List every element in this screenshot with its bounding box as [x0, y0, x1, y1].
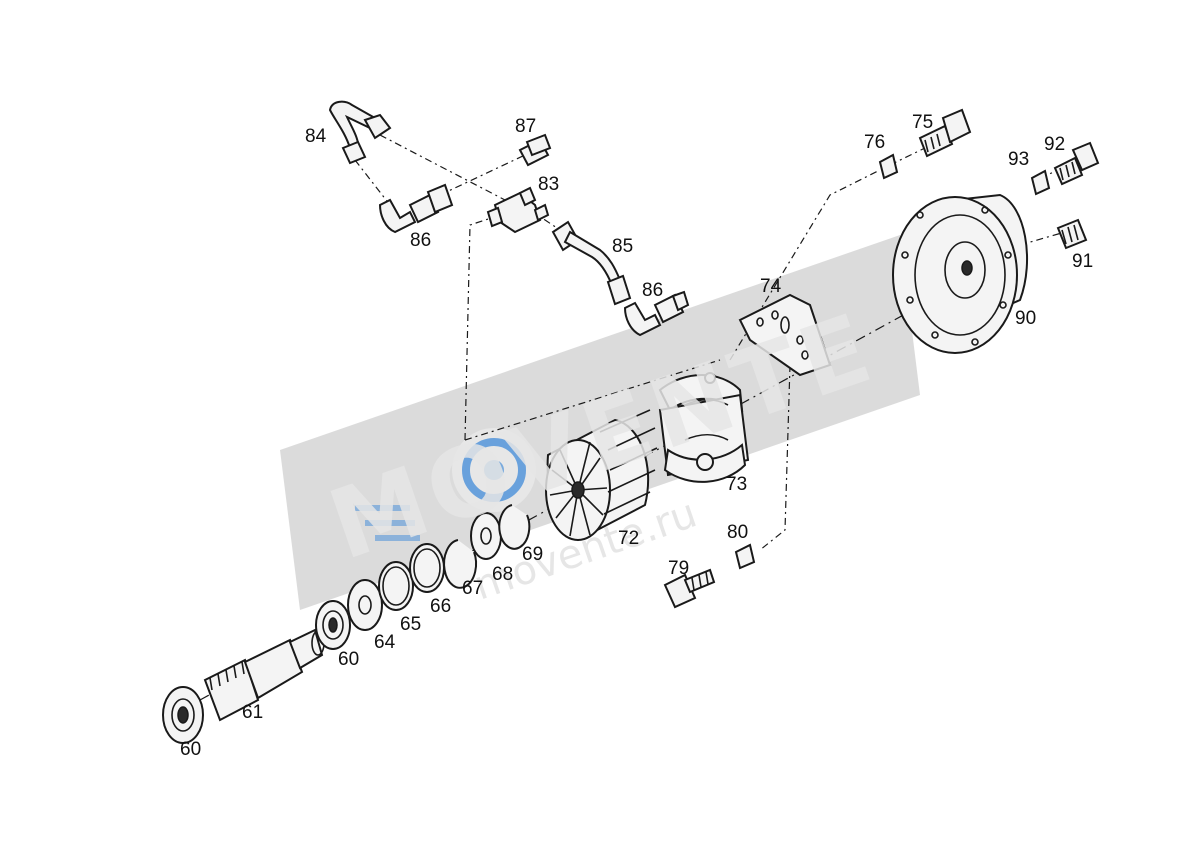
label-90: 90: [1015, 308, 1036, 329]
label-73: 73: [726, 474, 747, 495]
label-66: 66: [430, 596, 451, 617]
part-60-bearing-left: [162, 686, 204, 744]
part-84-pipe: [328, 100, 392, 165]
part-79-bolt: [663, 568, 716, 609]
label-79: 79: [668, 558, 689, 579]
label-65: 65: [400, 614, 421, 635]
part-90-housing: [892, 193, 1029, 354]
leader-lines: [354, 134, 1071, 551]
label-60-b: 60: [338, 649, 359, 670]
label-86-b: 86: [642, 280, 663, 301]
part-74-bracket: [738, 293, 832, 377]
label-84: 84: [305, 126, 327, 147]
label-75: 75: [912, 112, 933, 133]
label-67: 67: [462, 578, 483, 599]
part-86-elbow-fitting-right: [623, 290, 690, 337]
part-86-elbow-fitting-left: [378, 183, 454, 234]
label-91: 91: [1072, 251, 1093, 272]
part-labels: 60 61 60 64 65 66 67 68 69 72 73 74 75 7…: [180, 112, 1093, 760]
part-76-lock-washer: [878, 153, 899, 180]
label-92: 92: [1044, 134, 1065, 155]
label-74: 74: [760, 276, 782, 297]
label-68: 68: [492, 564, 513, 585]
label-76: 76: [864, 132, 885, 153]
part-72-brake-drum: [545, 409, 658, 542]
label-61: 61: [242, 702, 263, 723]
part-93-lock-washer: [1030, 169, 1051, 196]
part-73-brake-shoes: [658, 372, 750, 483]
label-80: 80: [727, 522, 748, 543]
part-91-plug: [1056, 218, 1088, 250]
part-80-lock-washer: [734, 543, 756, 570]
part-61-pinion-shaft: [203, 628, 325, 722]
label-85: 85: [612, 236, 633, 257]
label-60-a: 60: [180, 739, 201, 760]
part-64-washer: [347, 579, 383, 631]
label-87: 87: [515, 116, 536, 137]
part-75-bolt: [918, 108, 972, 158]
label-83: 83: [538, 174, 559, 195]
part-87-plug: [518, 133, 552, 167]
part-85-pipe: [551, 220, 632, 306]
part-92-bolt: [1053, 141, 1100, 186]
part-69-circlip: [498, 504, 531, 550]
part-65-ring: [378, 561, 414, 611]
label-64: 64: [374, 632, 396, 653]
label-86-a: 86: [410, 230, 431, 251]
label-93: 93: [1008, 149, 1029, 170]
part-83-tee-fitting: [486, 186, 550, 234]
part-60-bearing-right: [315, 600, 351, 650]
label-72: 72: [618, 528, 639, 549]
watermark-speed-lines-icon: [355, 505, 420, 541]
label-69: 69: [522, 544, 543, 565]
watermark-logo-icon: [452, 428, 536, 512]
part-67-circlip: [443, 539, 478, 589]
